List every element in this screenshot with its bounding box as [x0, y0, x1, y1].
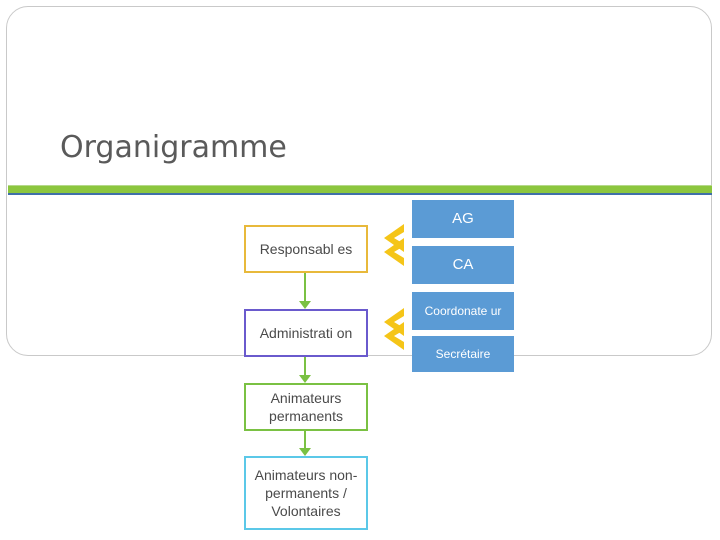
- node-responsables[interactable]: Responsabl es: [244, 225, 368, 273]
- arrow-head: [299, 375, 311, 383]
- chevron-arrow-responsables-to-ag-ca: [368, 222, 408, 268]
- arrow-animateurs-permanents-to-non-permanents: [298, 431, 312, 456]
- arrow-stem: [304, 431, 306, 448]
- chevron-arrow-administration-to-coordonateur-secretaire: [368, 306, 408, 352]
- page-title: Organigramme: [60, 130, 287, 165]
- node-ag[interactable]: AG: [412, 200, 514, 238]
- node-secretaire[interactable]: Secrétaire: [412, 336, 514, 372]
- arrow-stem: [304, 273, 306, 301]
- arrow-head: [299, 301, 311, 309]
- title-underline-green: [8, 185, 712, 194]
- arrow-responsables-to-administration: [298, 273, 312, 309]
- node-coordonateur[interactable]: Coordonate ur: [412, 292, 514, 330]
- node-ca[interactable]: CA: [412, 246, 514, 284]
- arrow-stem: [304, 357, 306, 375]
- node-animateurs-permanents[interactable]: Animateurs permanents: [244, 383, 368, 431]
- arrow-head: [299, 448, 311, 456]
- slide-frame-border: [6, 6, 712, 356]
- node-administration[interactable]: Administrati on: [244, 309, 368, 357]
- node-animateurs-non-permanents[interactable]: Animateurs non-permanents / Volontaires: [244, 456, 368, 530]
- arrow-administration-to-animateurs-permanents: [298, 357, 312, 383]
- title-underline-blue: [8, 193, 712, 195]
